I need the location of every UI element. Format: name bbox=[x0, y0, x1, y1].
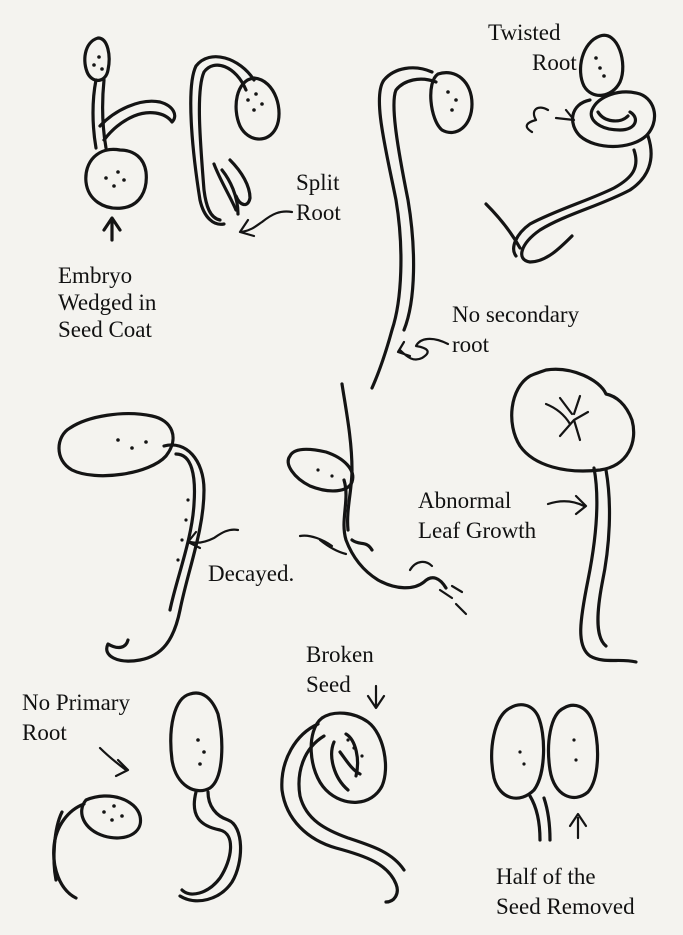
label-split-root: Split Root bbox=[296, 168, 341, 228]
label-half-seed-removed: Half of the Seed Removed bbox=[496, 862, 635, 922]
seedling-split-root-drawing bbox=[191, 57, 292, 236]
label-twisted-root: Twisted Root bbox=[488, 18, 577, 78]
label-decayed: Decayed. bbox=[208, 560, 294, 587]
seedling-embryo-wedged-drawing bbox=[85, 38, 175, 240]
label-embryo-wedged: Embryo Wedged in Seed Coat bbox=[58, 262, 156, 343]
seedling-broken-seed-drawing bbox=[282, 686, 404, 902]
label-no-primary-root: No Primary Root bbox=[22, 688, 130, 748]
label-no-secondary-root: No secondary root bbox=[452, 300, 579, 360]
seedling-decayed-drawing bbox=[59, 414, 238, 661]
seedling-half-seed-removed-drawing bbox=[492, 705, 598, 840]
label-abnormal-leaf-growth: Abnormal Leaf Growth bbox=[418, 486, 536, 546]
label-broken-seed: Broken Seed bbox=[306, 640, 374, 700]
